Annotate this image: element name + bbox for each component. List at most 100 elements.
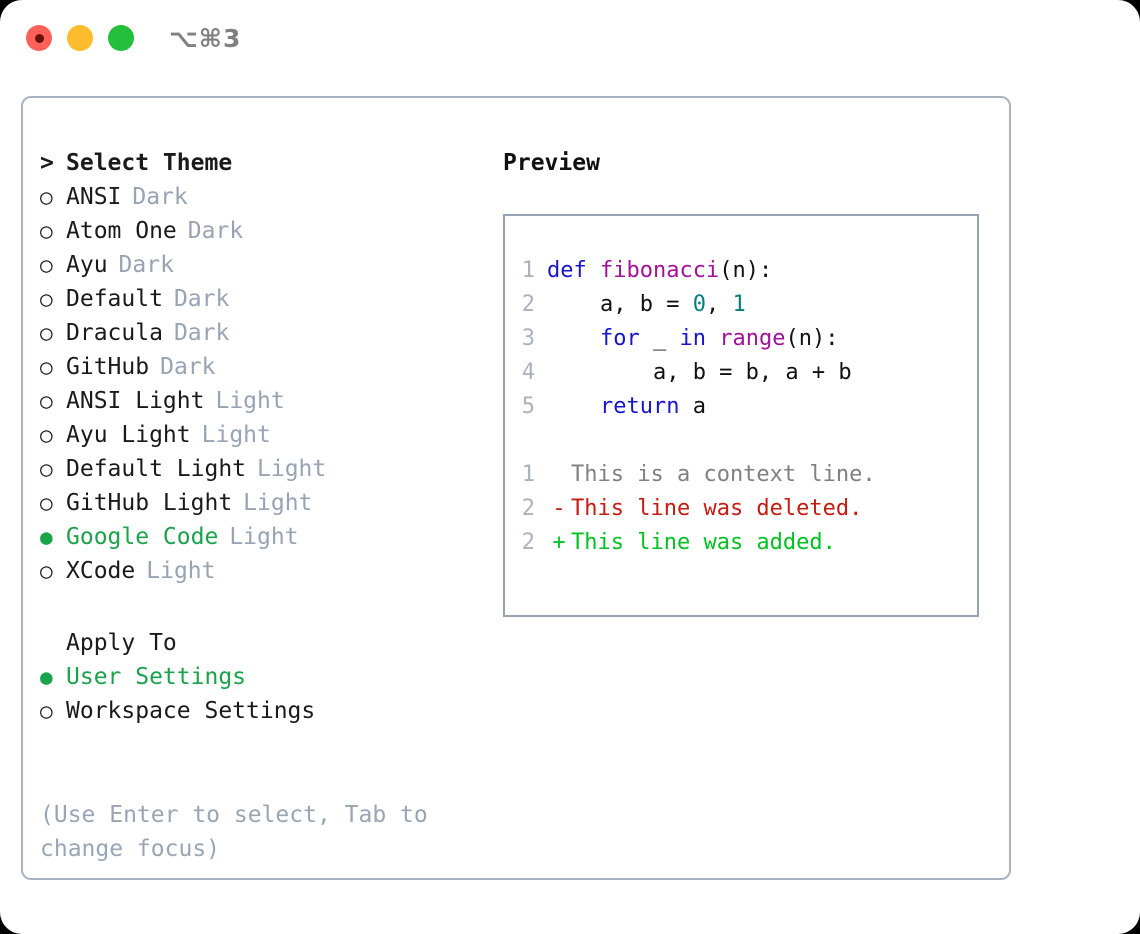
token-plain: (n): (719, 258, 773, 283)
token-fn: fibonacci (599, 258, 720, 283)
diff-sign: + (552, 530, 566, 555)
theme-item-tag: Light (215, 388, 285, 414)
theme-item-tag: Dark (173, 286, 230, 312)
diff-line-add: 2 +This line was added. (505, 526, 977, 560)
line-number: 2 (521, 530, 535, 555)
theme-item-label: Ayu (66, 252, 108, 278)
theme-item-tag: Light (257, 456, 327, 482)
theme-item-label: Atom One (66, 218, 177, 244)
radio-unselected-icon: ○ (40, 287, 53, 311)
window-controls (26, 25, 134, 51)
line-number: 5 (521, 394, 535, 419)
code-text: for _ in range(n): (547, 322, 838, 356)
token-plain: _ (652, 326, 680, 351)
token-plain: (n): (785, 326, 839, 351)
line-number: 4 (521, 360, 535, 385)
theme-item-tag: Dark (160, 354, 216, 380)
theme-item-tag: Light (146, 558, 216, 584)
code-line: 3 for _ in range(n): (505, 322, 977, 356)
apply-to-marker-spacer: ○ (40, 626, 66, 660)
theme-item-label: Dracula (66, 320, 163, 346)
diff-text: This line was deleted. (571, 496, 863, 521)
radio-unselected-icon: ○ (40, 491, 53, 515)
diff-text: This line was added. (571, 530, 836, 555)
apply-to-item-user-settings[interactable]: ● User Settings (40, 660, 470, 694)
theme-item-label: XCode (66, 558, 136, 584)
radio-unselected-icon: ○ (40, 219, 53, 243)
diff-sign: - (552, 496, 566, 521)
theme-item-github-light[interactable]: ○ GitHub Light Light (40, 486, 470, 520)
diff-spacer (505, 424, 977, 458)
token-plain: a, b = b, a + b (547, 360, 852, 385)
maximize-button[interactable] (108, 25, 134, 51)
code-line: 1 def fibonacci(n): (505, 254, 977, 288)
radio-unselected-icon: ○ (40, 185, 53, 209)
radio-selected-icon: ● (40, 665, 53, 689)
keyboard-shortcut-label: ⌥⌘3 (169, 24, 242, 53)
token-kw: for (599, 326, 653, 351)
close-button[interactable] (26, 25, 52, 51)
line-number: 2 (521, 292, 535, 317)
radio-unselected-icon: ○ (40, 321, 53, 345)
radio-unselected-icon: ○ (40, 423, 53, 447)
theme-item-label: Ayu Light (66, 422, 191, 448)
apply-to-heading: ○ Apply To (40, 626, 470, 660)
code-text: return a (547, 390, 706, 424)
theme-item-github[interactable]: ○ GitHub Dark (40, 350, 470, 384)
theme-item-default-light[interactable]: ○ Default Light Light (40, 452, 470, 486)
token-plain: a, b = (547, 292, 693, 317)
theme-item-label: GitHub Light (66, 490, 233, 516)
token-plain: a (692, 394, 706, 419)
prompt-caret-icon: > (40, 150, 54, 176)
line-number: 3 (521, 326, 535, 351)
apply-to-item-label: User Settings (66, 664, 247, 690)
apply-to-item-label: Workspace Settings (66, 698, 316, 724)
diff-text: This is a context line. (571, 462, 876, 487)
token-plain (547, 394, 600, 419)
theme-item-google-code[interactable]: ● Google Code Light (40, 520, 470, 554)
token-plain (547, 326, 600, 351)
radio-unselected-icon: ○ (40, 457, 53, 481)
radio-unselected-icon: ○ (40, 389, 53, 413)
token-num: 1 (732, 292, 746, 317)
radio-unselected-icon: ○ (40, 699, 53, 723)
minimize-button[interactable] (67, 25, 93, 51)
token-kw: return (599, 394, 693, 419)
line-number: 2 (521, 496, 535, 521)
radio-unselected-icon: ○ (40, 355, 53, 379)
theme-item-tag: Light (229, 524, 299, 550)
theme-item-label: Google Code (66, 524, 219, 550)
code-line: 5 return a (505, 390, 977, 424)
theme-item-label: GitHub (66, 354, 150, 380)
keyboard-hint: (Use Enter to select, Tab to change focu… (40, 802, 428, 862)
theme-item-label: Default Light (66, 456, 247, 482)
theme-item-tag: Light (243, 490, 313, 516)
radio-selected-icon: ● (40, 525, 53, 549)
theme-item-label: ANSI (66, 184, 122, 210)
code-text: a, b = b, a + b (547, 356, 852, 390)
token-num: 0 (692, 292, 706, 317)
diff-line-del: 2-This line was deleted. (505, 492, 977, 526)
title-bar: ⌥⌘3 (0, 0, 1140, 78)
line-number: 1 (521, 258, 535, 283)
apply-to-item-workspace-settings[interactable]: ○ Workspace Settings (40, 694, 470, 728)
token-kw: def (547, 258, 600, 283)
code-text: def fibonacci(n): (547, 254, 772, 288)
theme-item-tag: Dark (187, 218, 244, 244)
theme-item-atom-one[interactable]: ○ Atom One Dark (40, 214, 470, 248)
token-kw: in (679, 326, 720, 351)
apply-to-list: ● User Settings ○ Workspace Settings (40, 660, 470, 728)
